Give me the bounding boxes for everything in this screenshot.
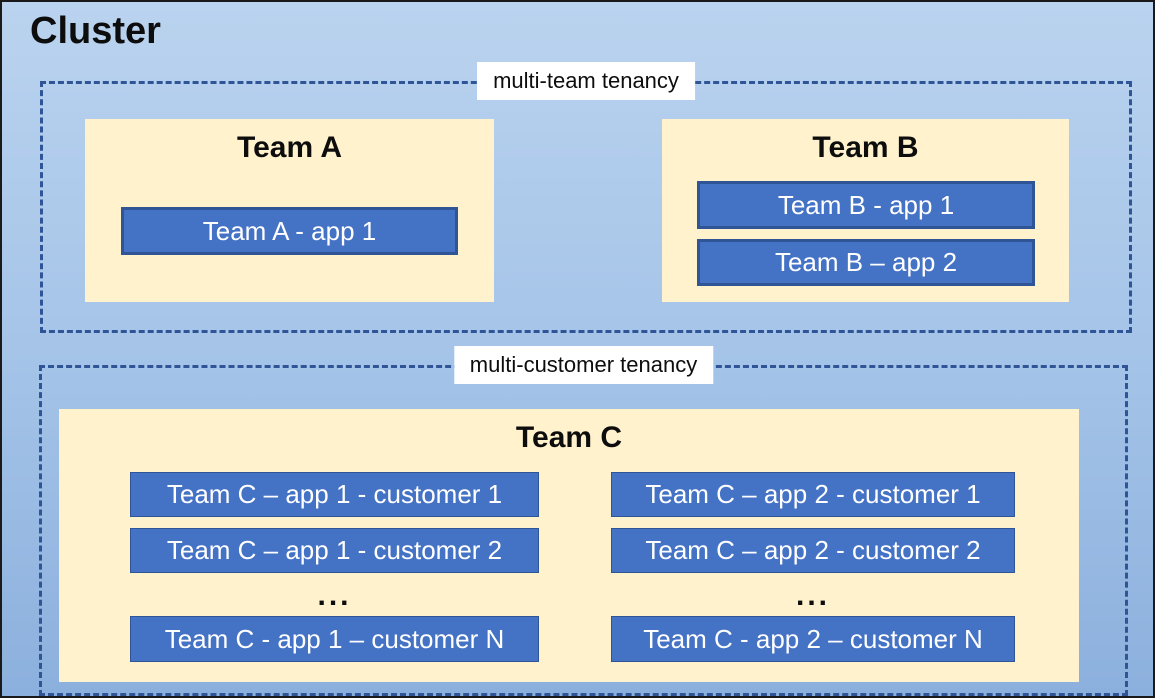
team-c-app1-customerN-box: Team C - app 1 – customer N	[130, 616, 539, 662]
multi-team-tenancy-label: multi-team tenancy	[477, 62, 695, 101]
ellipsis: ...	[795, 579, 830, 612]
team-b-title: Team B	[812, 131, 919, 164]
team-c-app1-customer2-box: Team C – app 1 - customer 2	[130, 528, 539, 573]
team-b-box: Team B Team B - app 1 Team B – app 2	[662, 119, 1069, 302]
multi-customer-tenancy-group: multi-customer tenancy Team C Team C – a…	[39, 346, 1128, 696]
team-a-title: Team A	[236, 131, 343, 164]
cluster-title: Cluster	[30, 10, 161, 52]
team-b-app-1-box: Team B - app 1	[697, 181, 1035, 229]
team-c-app1-customer1-box: Team C – app 1 - customer 1	[130, 472, 539, 517]
team-c-box: Team C Team C – app 1 - customer 1 Team …	[59, 409, 1079, 682]
team-c-app-2-column: Team C – app 2 - customer 1 Team C – app…	[611, 472, 1015, 662]
team-a-app-1-box: Team A - app 1	[121, 207, 458, 255]
ellipsis: ...	[317, 579, 352, 612]
team-c-app2-customer2-box: Team C – app 2 - customer 2	[611, 528, 1015, 573]
team-a-box: Team A Team A - app 1	[85, 119, 494, 302]
team-b-app-2-box: Team B – app 2	[697, 239, 1035, 286]
team-c-app-1-column: Team C – app 1 - customer 1 Team C – app…	[130, 472, 539, 662]
multi-team-tenancy-group: multi-team tenancy Team A Team A - app 1…	[40, 62, 1132, 333]
team-c-app2-customerN-box: Team C - app 2 – customer N	[611, 616, 1015, 662]
team-c-title: Team C	[515, 421, 623, 454]
team-c-app2-customer1-box: Team C – app 2 - customer 1	[611, 472, 1015, 517]
multi-customer-tenancy-label: multi-customer tenancy	[453, 346, 714, 385]
